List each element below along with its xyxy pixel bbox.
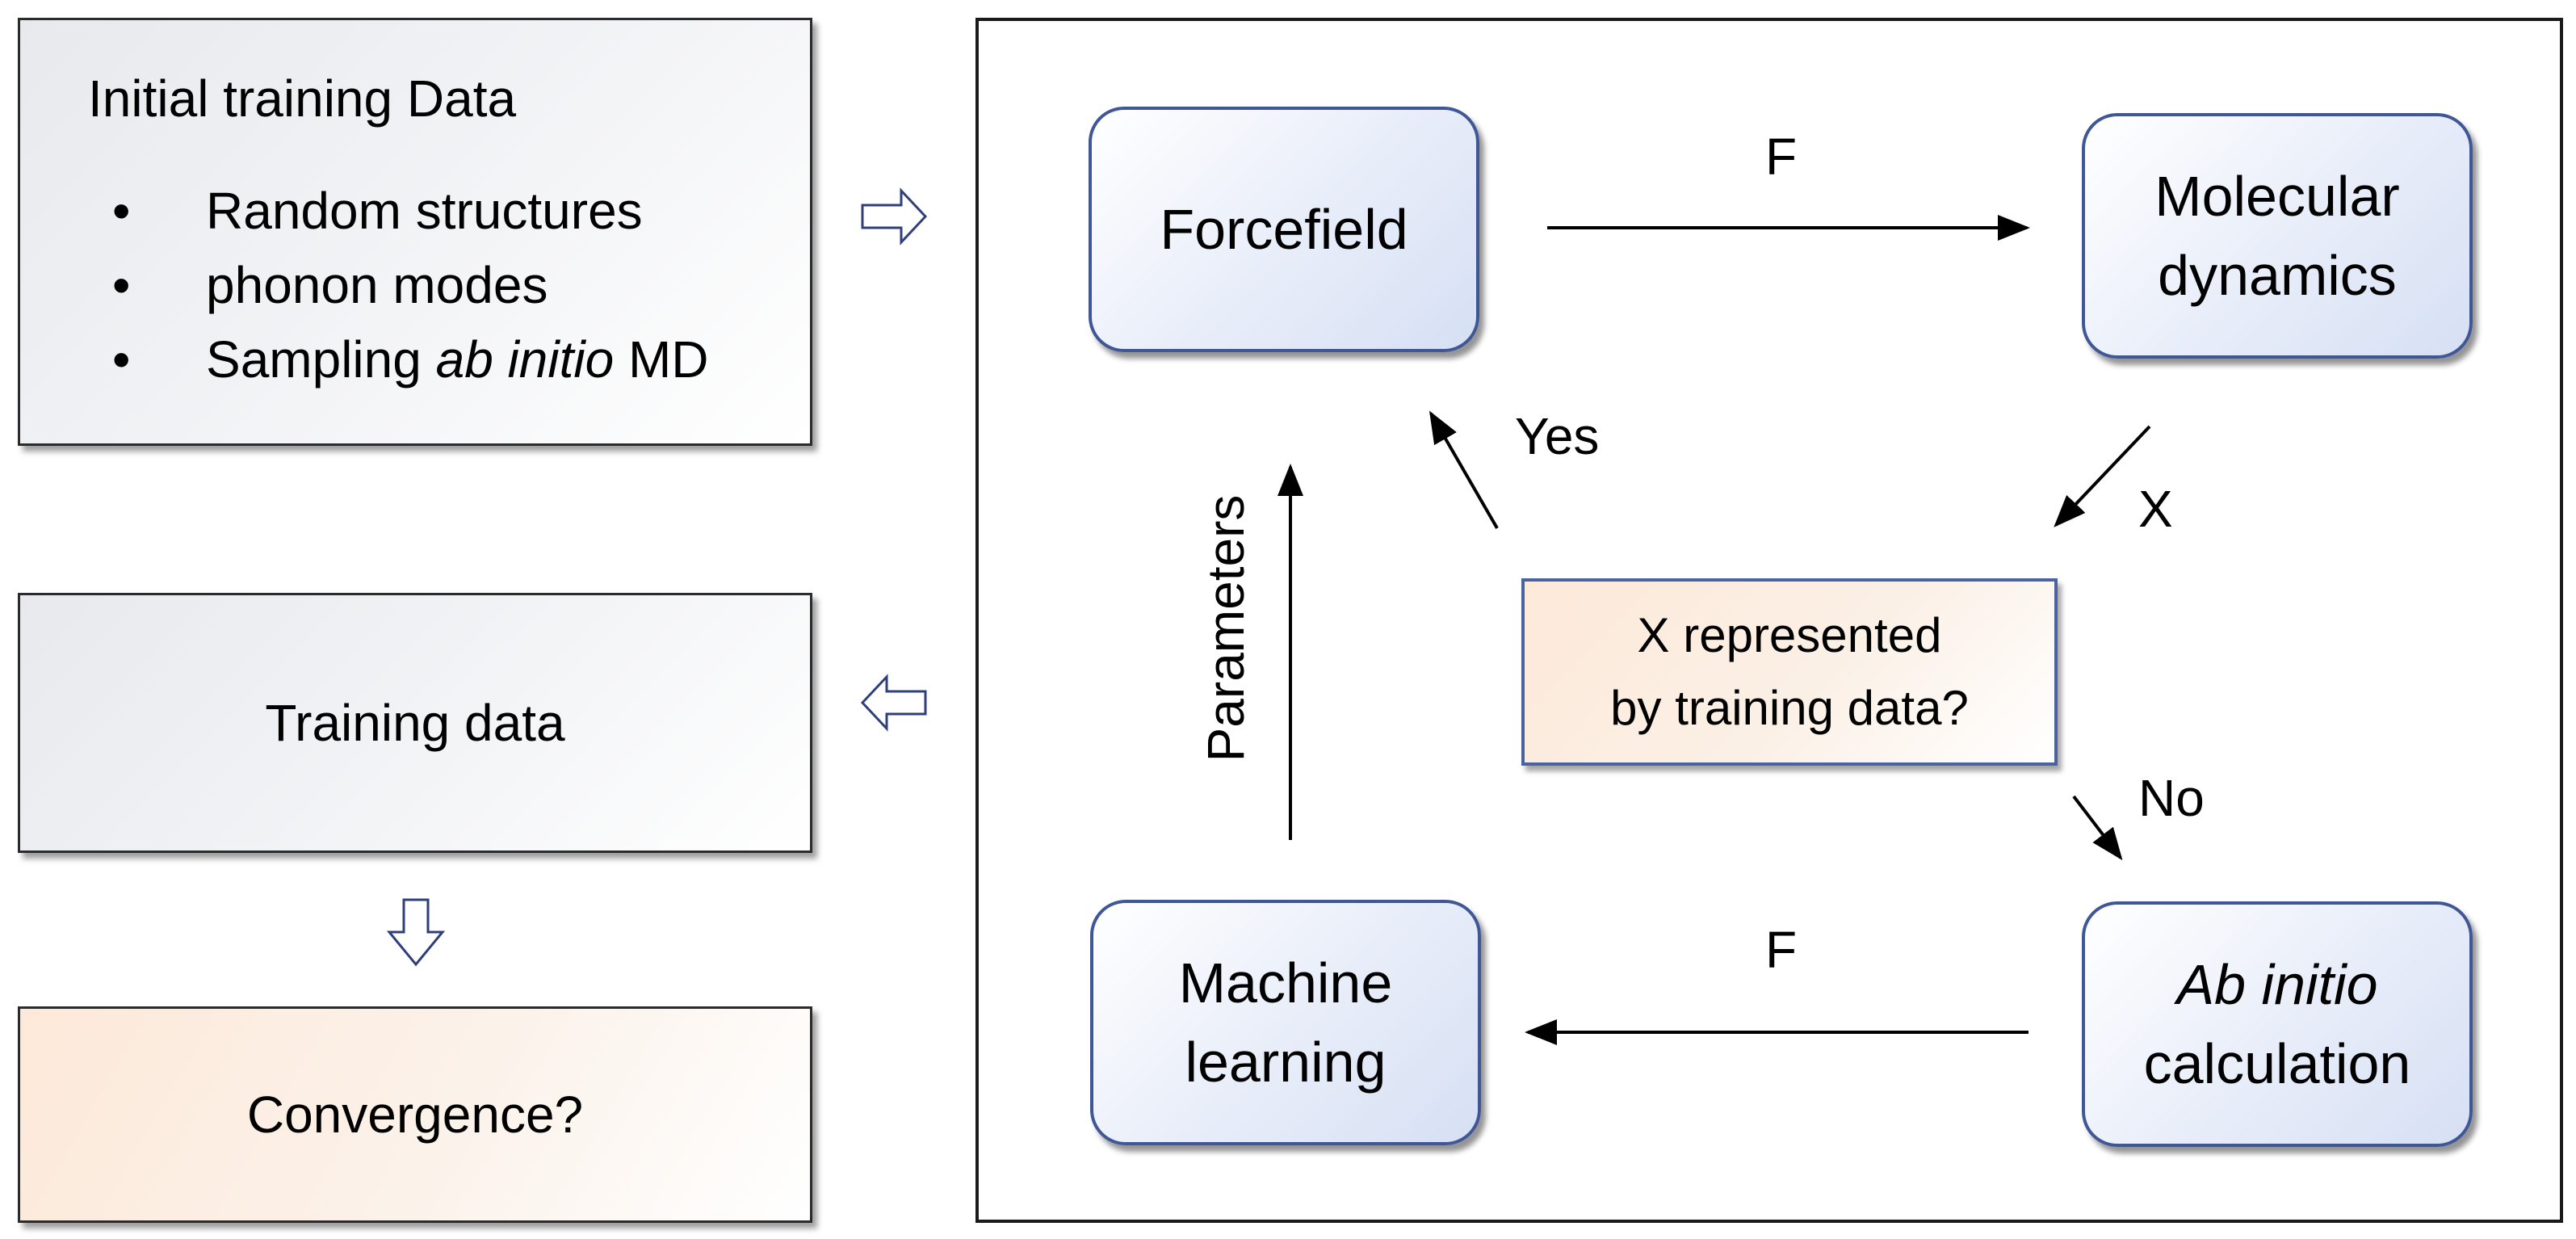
forcefield-node: Forcefield: [1089, 107, 1479, 352]
arrow-decision-to-forcefield: [1429, 410, 1499, 530]
decision-node: X represented by training data?: [1521, 578, 2058, 766]
bullet-text: Random structures: [206, 182, 643, 240]
bullet-random-structures: • Random structures: [96, 174, 709, 248]
edge-label-top-f: F: [1765, 128, 1798, 186]
molecular-dynamics-line-2: dynamics: [2158, 244, 2397, 307]
decision-line-1: X represented: [1637, 608, 1942, 662]
ab-initio-line-1: Ab initio: [2176, 953, 2378, 1016]
bullet-text-italic: ab initio: [435, 330, 615, 388]
bullet-marker: •: [112, 182, 131, 240]
ab-initio-label: Ab initio calculation: [2144, 945, 2411, 1103]
machine-learning-line-2: learning: [1185, 1031, 1387, 1094]
edge-label-no: No: [2138, 769, 2205, 827]
initial-training-data-title: Initial training Data: [88, 69, 517, 128]
forcefield-label: Forcefield: [1160, 198, 1408, 261]
initial-data-bullet-list: • Random structures • phonon modes • Sam…: [96, 174, 709, 397]
bullet-text: phonon modes: [206, 256, 548, 314]
bullet-marker: •: [112, 330, 131, 388]
decision-label: X represented by training data?: [1610, 599, 1969, 745]
machine-learning-label: Machine learning: [1179, 943, 1393, 1102]
molecular-dynamics-node: Molecular dynamics: [2082, 113, 2473, 359]
edge-label-bottom-f: F: [1765, 921, 1798, 979]
molecular-dynamics-line-1: Molecular: [2154, 165, 2400, 228]
decision-line-2: by training data?: [1610, 681, 1969, 735]
training-data-label: Training data: [265, 694, 565, 752]
bullet-marker: •: [112, 256, 131, 314]
convergence-box: Convergence?: [18, 1006, 812, 1223]
hollow-arrow-down-icon: [386, 898, 446, 967]
bullet-sampling-ab-initio-md: • Sampling ab initio MD: [96, 322, 709, 397]
bullet-phonon-modes: • phonon modes: [96, 248, 709, 322]
edge-label-yes: Yes: [1515, 407, 1600, 465]
convergence-label: Convergence?: [246, 1086, 584, 1144]
arrow-decision-to-ab-initio: [2072, 795, 2123, 861]
initial-training-data-box: Initial training Data • Random structure…: [18, 18, 812, 446]
bullet-text: Sampling: [206, 330, 436, 388]
machine-learning-node: Machine learning: [1090, 900, 1481, 1145]
hollow-arrow-right-icon: [861, 187, 928, 246]
ab-initio-node: Ab initio calculation: [2082, 901, 2473, 1147]
training-data-box: Training data: [18, 593, 812, 853]
ab-initio-line-2: calculation: [2143, 1032, 2411, 1095]
hollow-arrow-left-icon: [860, 674, 927, 732]
molecular-dynamics-label: Molecular dynamics: [2154, 157, 2399, 315]
bullet-text-suffix: MD: [614, 330, 709, 388]
edge-label-x: X: [2138, 480, 2173, 538]
machine-learning-line-1: Machine: [1178, 951, 1393, 1014]
arrow-md-to-decision: [2054, 425, 2151, 527]
